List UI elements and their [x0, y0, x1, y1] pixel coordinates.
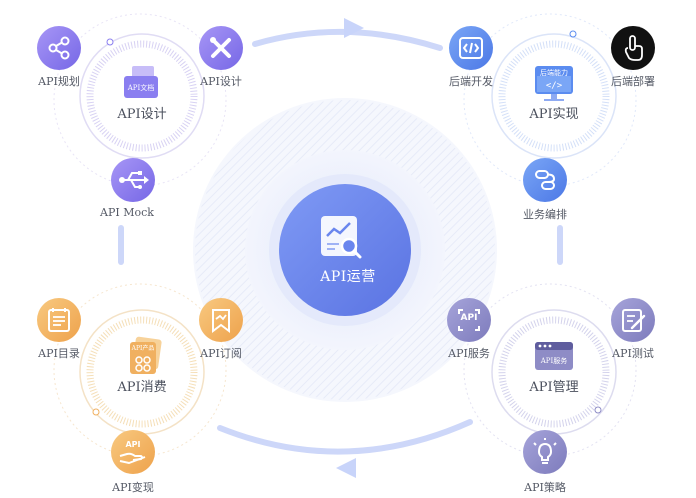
monetize-icon-badge: API: [125, 440, 141, 449]
subscribe-label: API订阅: [200, 347, 242, 360]
manage-rings: [463, 283, 637, 457]
service-icon-badge: API: [460, 313, 478, 323]
deploy-label: 后端部署: [611, 75, 655, 88]
analytics-search-icon: [321, 216, 362, 259]
monetize-label: API变现: [112, 481, 154, 494]
consume-badge: API产品: [131, 345, 155, 352]
consume-title: API消费: [117, 380, 167, 395]
tools-icon: [199, 26, 243, 70]
orchestrate-label: 业务编排: [523, 208, 567, 221]
lightbulb-icon: [523, 430, 567, 474]
catalog-label: API目录: [38, 347, 80, 360]
plan-node[interactable]: [37, 26, 81, 70]
backend-dev-node[interactable]: [449, 26, 493, 70]
hub-label: API运营: [320, 269, 376, 285]
policy-node[interactable]: [523, 430, 567, 474]
subscribe-node[interactable]: [199, 298, 243, 342]
test-node[interactable]: [611, 298, 655, 342]
mock-label: API Mock: [100, 206, 154, 219]
monetize-node[interactable]: API: [111, 430, 155, 474]
service-label: API服务: [448, 347, 490, 360]
design-doc-icon: [124, 66, 158, 98]
backend-dev-label: 后端开发: [449, 75, 493, 88]
list-icon: [37, 298, 81, 342]
design-node[interactable]: [199, 26, 243, 70]
workflow-icon: [523, 158, 567, 202]
mock-node[interactable]: [111, 158, 155, 202]
service-node[interactable]: API: [447, 298, 491, 342]
manage-badge: API服务: [540, 357, 568, 365]
design-title: API设计: [117, 107, 167, 122]
api-window-icon: [447, 298, 491, 342]
edit-icon: [611, 298, 655, 342]
design-label: API设计: [200, 75, 242, 88]
api-hand-icon: [111, 430, 155, 474]
svg-text:</>: </>: [546, 81, 563, 91]
impl-monitor-icon: </>: [535, 66, 573, 101]
manage-window-icon: [535, 342, 573, 370]
impl-title: API实现: [529, 107, 579, 122]
deploy-node[interactable]: [611, 26, 655, 70]
catalog-node[interactable]: [37, 298, 81, 342]
design-badge: API文档: [127, 84, 155, 92]
share-nodes-icon: [37, 26, 81, 70]
impl-badge: 后端能力: [540, 69, 568, 77]
hand-pointer-icon: [611, 26, 655, 70]
consume-product-icon: [130, 336, 162, 374]
code-icon: [449, 26, 493, 70]
manage-title: API管理: [529, 380, 579, 395]
orchestrate-node[interactable]: [523, 158, 567, 202]
flow-arrow-head-top: [344, 18, 364, 38]
flow-arrow-head-bottom: [336, 458, 356, 478]
usb-icon: [111, 158, 155, 202]
bookmark-icon: [199, 298, 243, 342]
test-label: API测试: [612, 347, 654, 360]
plan-label: API规划: [38, 75, 80, 88]
policy-label: API策略: [524, 481, 566, 494]
